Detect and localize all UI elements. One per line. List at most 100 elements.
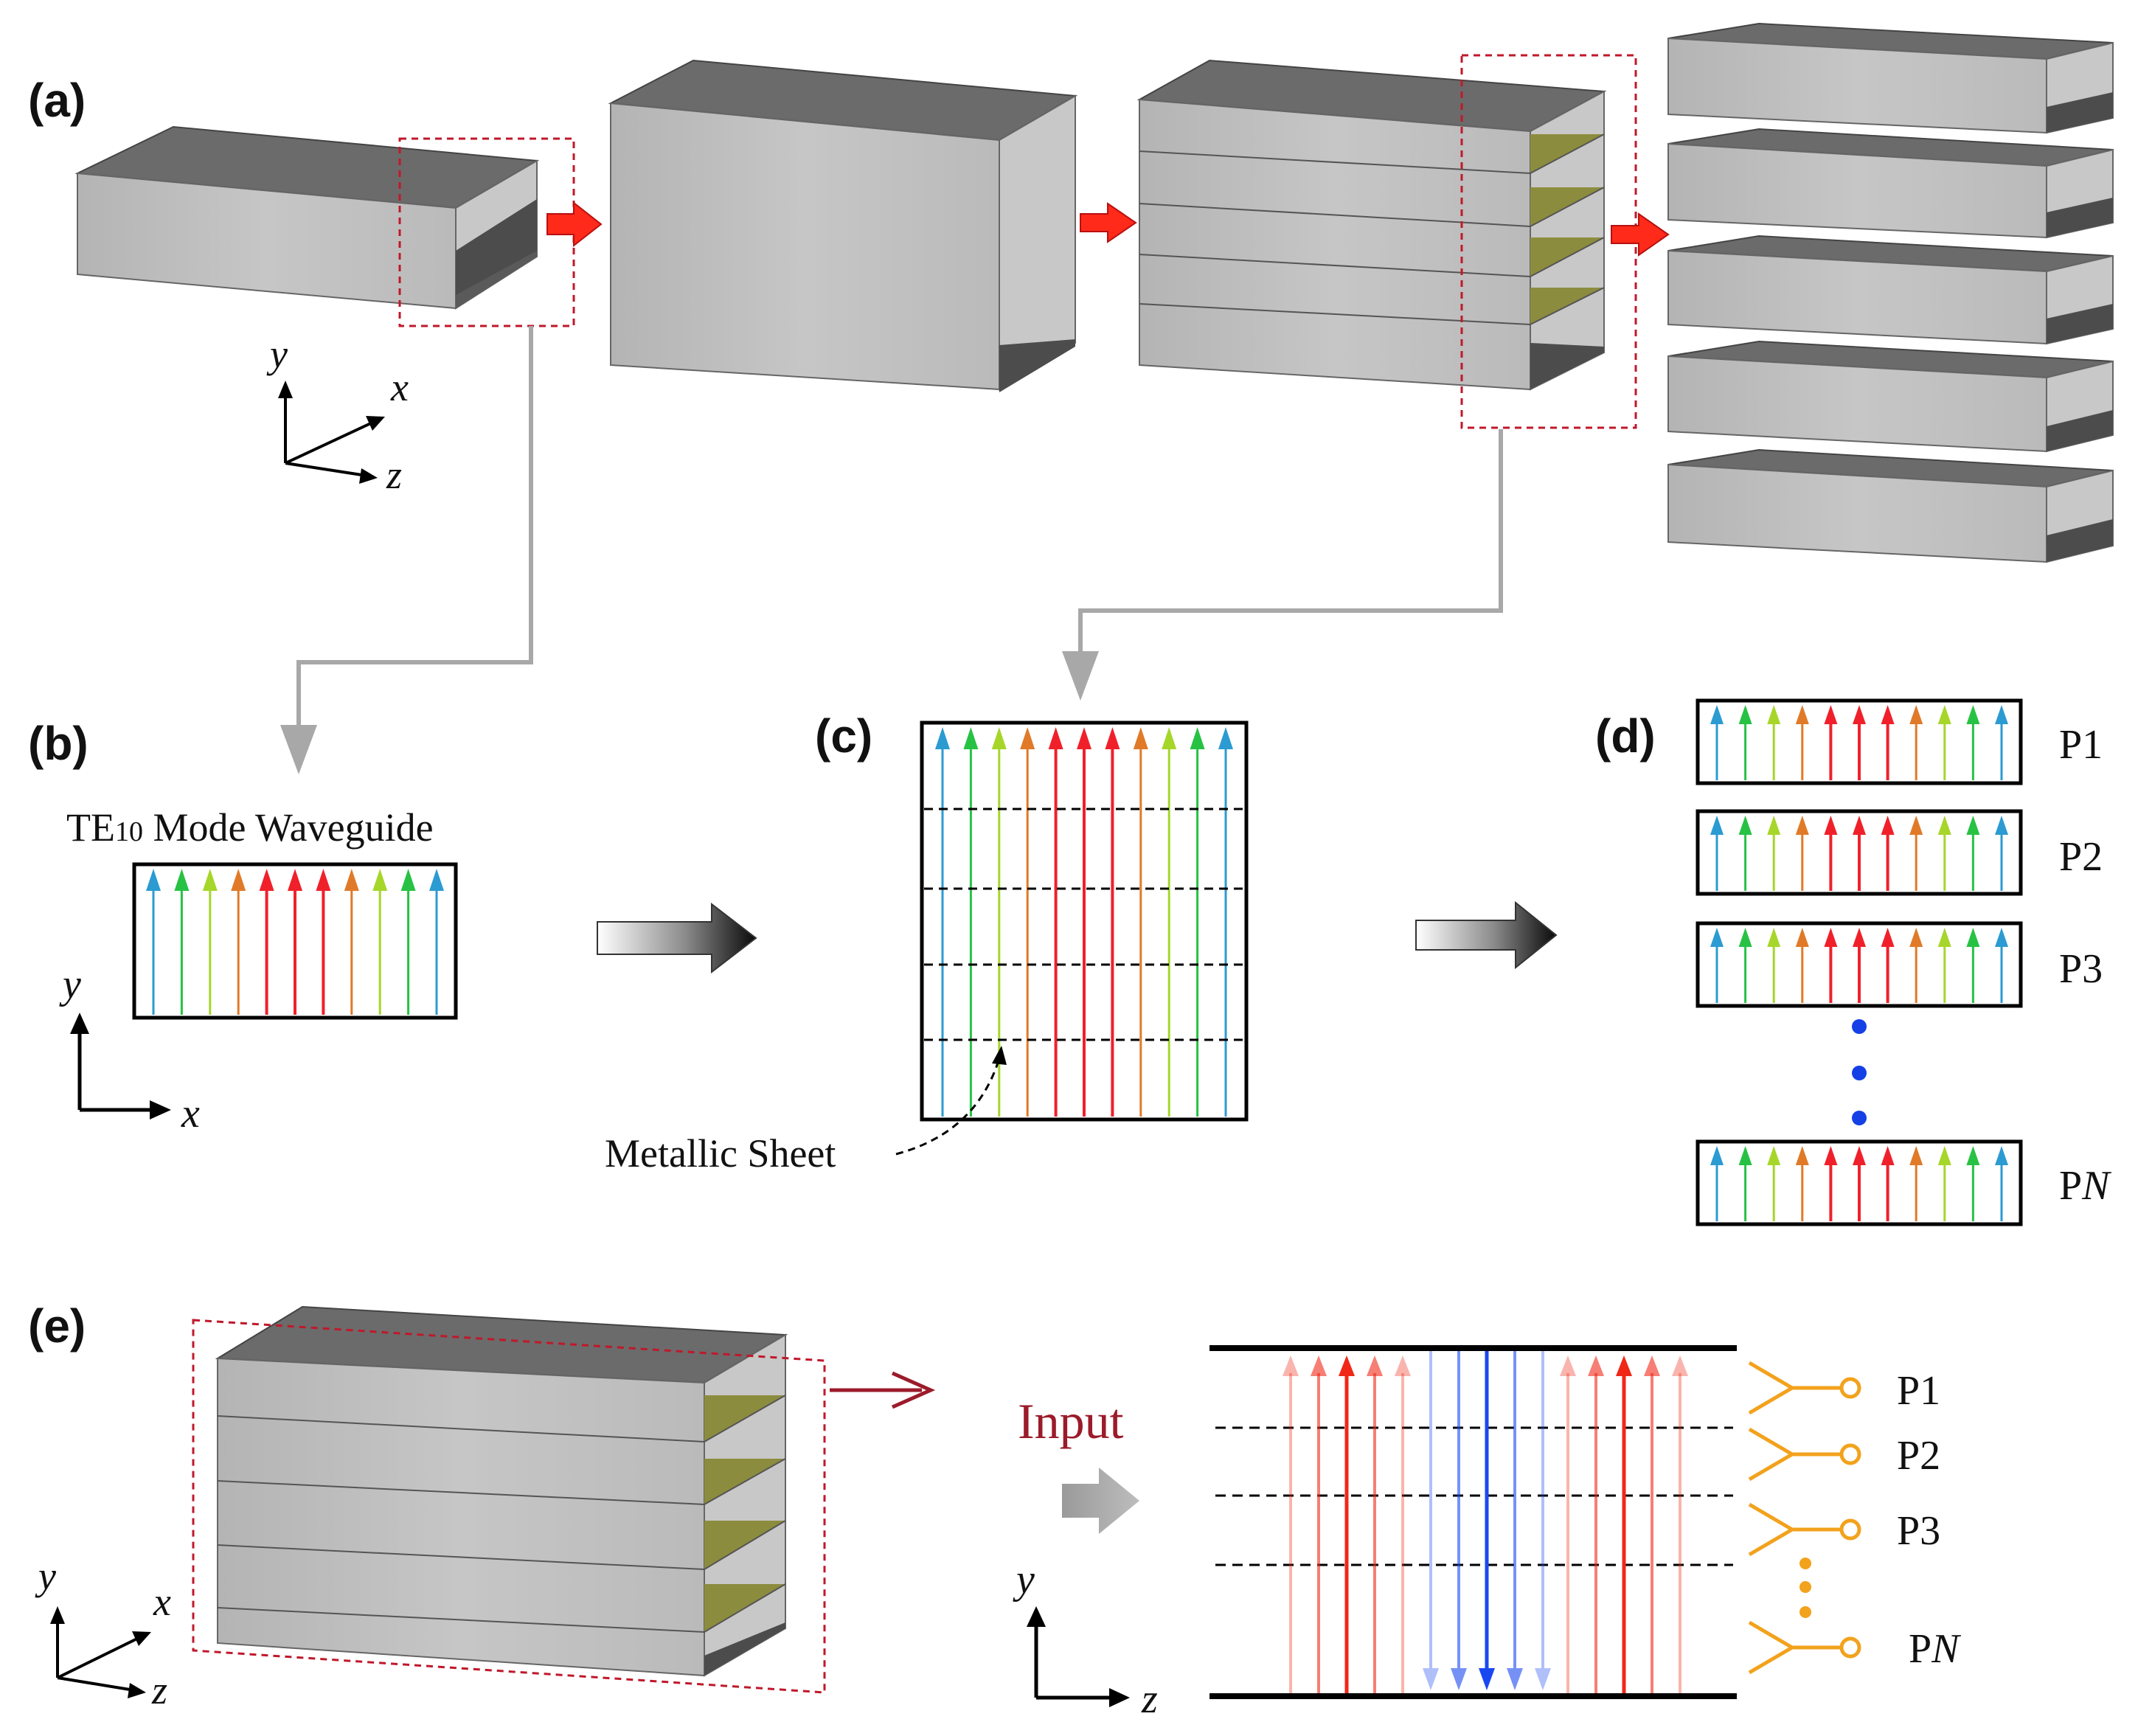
field-arrow-e-up-head [1395,1355,1411,1376]
flow-arrow-2 [1080,202,1137,243]
field-arrow-d-head [1738,816,1752,835]
field-arrow-e-down-head [1451,1668,1467,1690]
port-label-e-3: P3 [1897,1508,1940,1554]
waveguide-tall [608,59,1078,392]
port-box-n [1696,1139,2023,1226]
port-label-d-1: P1 [2059,722,2103,768]
panel-b-title: TE10 Mode Waveguide [66,805,434,850]
field-arrow-c-head [1048,727,1063,749]
axes-e: y x z [35,1554,171,1712]
output-waveguide-1 [1667,22,2114,134]
port-connectors-e [1748,1361,1861,1675]
axis-y-label-a: y [266,332,288,376]
waveguide-divided-e [215,1305,788,1677]
axis-x-label-e: x [153,1580,171,1624]
output-waveguide-2 [1667,128,2114,239]
connector-a-to-c [1062,429,1503,701]
field-arrow-c-head [1105,727,1120,749]
field-arrow-c-head [1133,727,1148,749]
field-arrow-d-head [1937,928,1951,947]
panel-b: (b) TE10 Mode Waveguide y x [28,717,458,1136]
field-arrow-e-up-head [1616,1355,1632,1376]
field-lines-d [1710,705,2008,1221]
field-arrow-b-head [231,869,246,891]
field-arrow-b-head [174,869,190,891]
field-arrow-d-head [1738,1146,1752,1165]
field-arrow-b-head [202,869,218,891]
field-arrow-b-head [288,869,302,891]
port-label-e-n-prefix: P [1909,1626,1932,1672]
axis-y-label-b: y [59,962,81,1007]
port-connector-1 [1748,1361,1861,1415]
field-arrow-e-up-head [1311,1355,1327,1376]
field-arrow-d-head [1767,705,1781,724]
field-lines-c [935,727,1233,1117]
field-arrow-d-head [1881,928,1895,947]
field-arrow-e-down-head [1479,1668,1495,1690]
transition-arrow-c-d [1415,900,1558,970]
waveguide-cross-section-c [920,721,1249,1122]
field-arrow-b-head [316,869,331,891]
field-arrow-d-head [1795,816,1809,835]
port-connector-3 [1748,1502,1861,1557]
field-arrow-d-head [1738,705,1752,724]
field-arrow-b-head [400,869,416,891]
output-waveguide-5 [1667,448,2114,563]
field-arrow-d-head [1937,816,1951,835]
field-arrow-b-head [146,869,161,891]
field-arrow-d-head [1738,928,1752,947]
field-arrow-d-head [1710,705,1724,724]
waveguide-cross-section-b [132,862,458,1020]
field-arrow-d-head [1881,816,1895,835]
port-label-d-n-italic: N [2081,1163,2111,1209]
field-arrow-d-head [1795,1146,1809,1165]
ellipsis-dots-d [1852,1019,1867,1125]
field-arrow-b-head [259,869,274,891]
field-arrow-c-head [1190,727,1205,749]
panel-d-label: (d) [1595,709,1656,763]
field-arrow-b-head [344,869,359,891]
panel-b-title-rest: Mode Waveguide [143,805,434,850]
port-label-d-2: P2 [2059,834,2103,880]
input-arrow [1062,1468,1139,1534]
output-waveguide-3 [1667,235,2114,345]
field-lines-e [1283,1351,1688,1693]
field-arrow-d-head [1995,928,2008,947]
transition-arrow-b-c [597,902,757,974]
flow-arrow-3 [1611,212,1670,257]
panel-a-label: (a) [28,74,86,127]
field-arrow-b-head [429,869,444,891]
axes-b: y x [59,962,200,1136]
panel-e-label: (e) [28,1299,86,1353]
field-arrow-e-down-head [1535,1668,1551,1690]
field-arrow-e-up-head [1672,1355,1688,1376]
field-arrow-d-head [1824,705,1838,724]
input-label: Input [1018,1393,1124,1449]
output-waveguides [1667,22,2114,563]
axis-z-label-e2: z [1141,1676,1158,1722]
flow-arrow-1 [546,201,603,248]
field-arrow-d-head [1995,705,2008,724]
field-arrow-d-head [1909,1146,1923,1165]
field-arrow-d-head [1881,1146,1895,1165]
panel-a: (a) y x z [28,22,2114,563]
port-box-1 [1696,698,2023,785]
connector-a-to-b [280,326,533,774]
field-arrow-d-head [1824,816,1838,835]
field-arrow-d-head [1995,816,2008,835]
field-arrow-d-head [1966,816,1980,835]
annotation-arrowhead-c [992,1046,1007,1065]
port-box-3 [1696,921,2023,1008]
field-arrow-d-head [1795,928,1809,947]
field-arrow-c-head [1020,727,1035,749]
field-arrow-d-head [1767,1146,1781,1165]
port-label-d-n: PN [2059,1163,2111,1209]
field-arrow-d-head [1853,1146,1866,1165]
field-arrow-e-up-head [1560,1355,1576,1376]
field-arrow-d-head [1767,928,1781,947]
field-arrow-d-head [1909,816,1923,835]
highlight-box-a1 [398,137,575,327]
port-label-e-1: P1 [1897,1368,1940,1414]
port-label-e-n: PN [1909,1626,1961,1672]
axis-y-label-e2: y [1013,1557,1035,1603]
